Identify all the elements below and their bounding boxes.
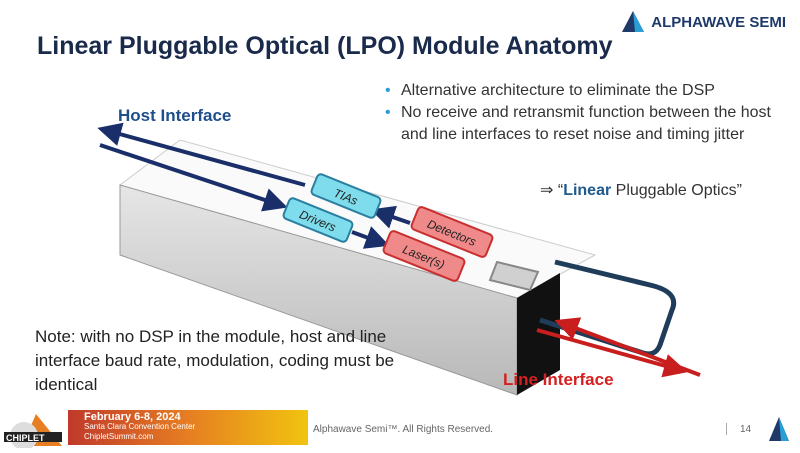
chiplet-summit-logo: CHIPLET <box>2 412 66 450</box>
event-date: February 6-8, 2024 <box>84 411 181 423</box>
connector-housing <box>488 260 540 292</box>
page-number: 14 <box>740 424 752 435</box>
driver-to-laser-arrow <box>351 226 390 249</box>
implies-arrow: ⇒ “ <box>540 182 564 199</box>
bullet-text: Alternative architecture to eliminate th… <box>401 82 715 99</box>
conclusion-rest: Pluggable Optics” <box>611 182 742 199</box>
slide-title: Linear Pluggable Optical (LPO) Module An… <box>37 32 613 60</box>
alphawave-footer-logo-icon <box>769 417 789 441</box>
alphawave-logo-icon <box>622 11 645 32</box>
detector-to-tia-arrow <box>370 205 411 229</box>
tias-block: TIAs <box>310 173 382 219</box>
line-arrow-tx <box>536 328 688 378</box>
bullet-list: •Alternative architecture to eliminate t… <box>385 80 785 146</box>
event-venue: Santa Clara Convention Center <box>84 422 196 431</box>
conclusion-text: ⇒ “Linear Pluggable Optics” <box>540 180 742 200</box>
note-text: Note: with no DSP in the module, host an… <box>35 327 395 394</box>
logo-text: ALPHAWAVE SEMI <box>651 13 786 31</box>
company-logo: ALPHAWAVE SEMI <box>621 10 786 34</box>
host-interface-label: Host Interface <box>118 106 232 125</box>
line-interface-label: Line Interface <box>503 370 614 389</box>
event-banner: February 6-8, 2024 Santa Clara Conventio… <box>68 410 308 445</box>
host-arrow-tx <box>99 143 288 212</box>
module-end-face <box>517 273 560 395</box>
host-arrow-rx <box>97 122 306 187</box>
footer-divider <box>726 423 727 435</box>
copyright-text: Alphawave Semi™. All Rights Reserved. <box>313 424 494 435</box>
bullet-item: •No receive and retransmit function betw… <box>385 104 771 143</box>
line-arrow-rx <box>554 317 701 377</box>
bullet-item: •Alternative architecture to eliminate t… <box>385 82 715 99</box>
linear-emphasis: Linear <box>563 182 612 199</box>
event-site: ChipletSummit.com <box>84 432 154 441</box>
svg-text:CHIPLET: CHIPLET <box>6 433 45 443</box>
bullet-text: No receive and retransmit function betwe… <box>401 104 771 143</box>
